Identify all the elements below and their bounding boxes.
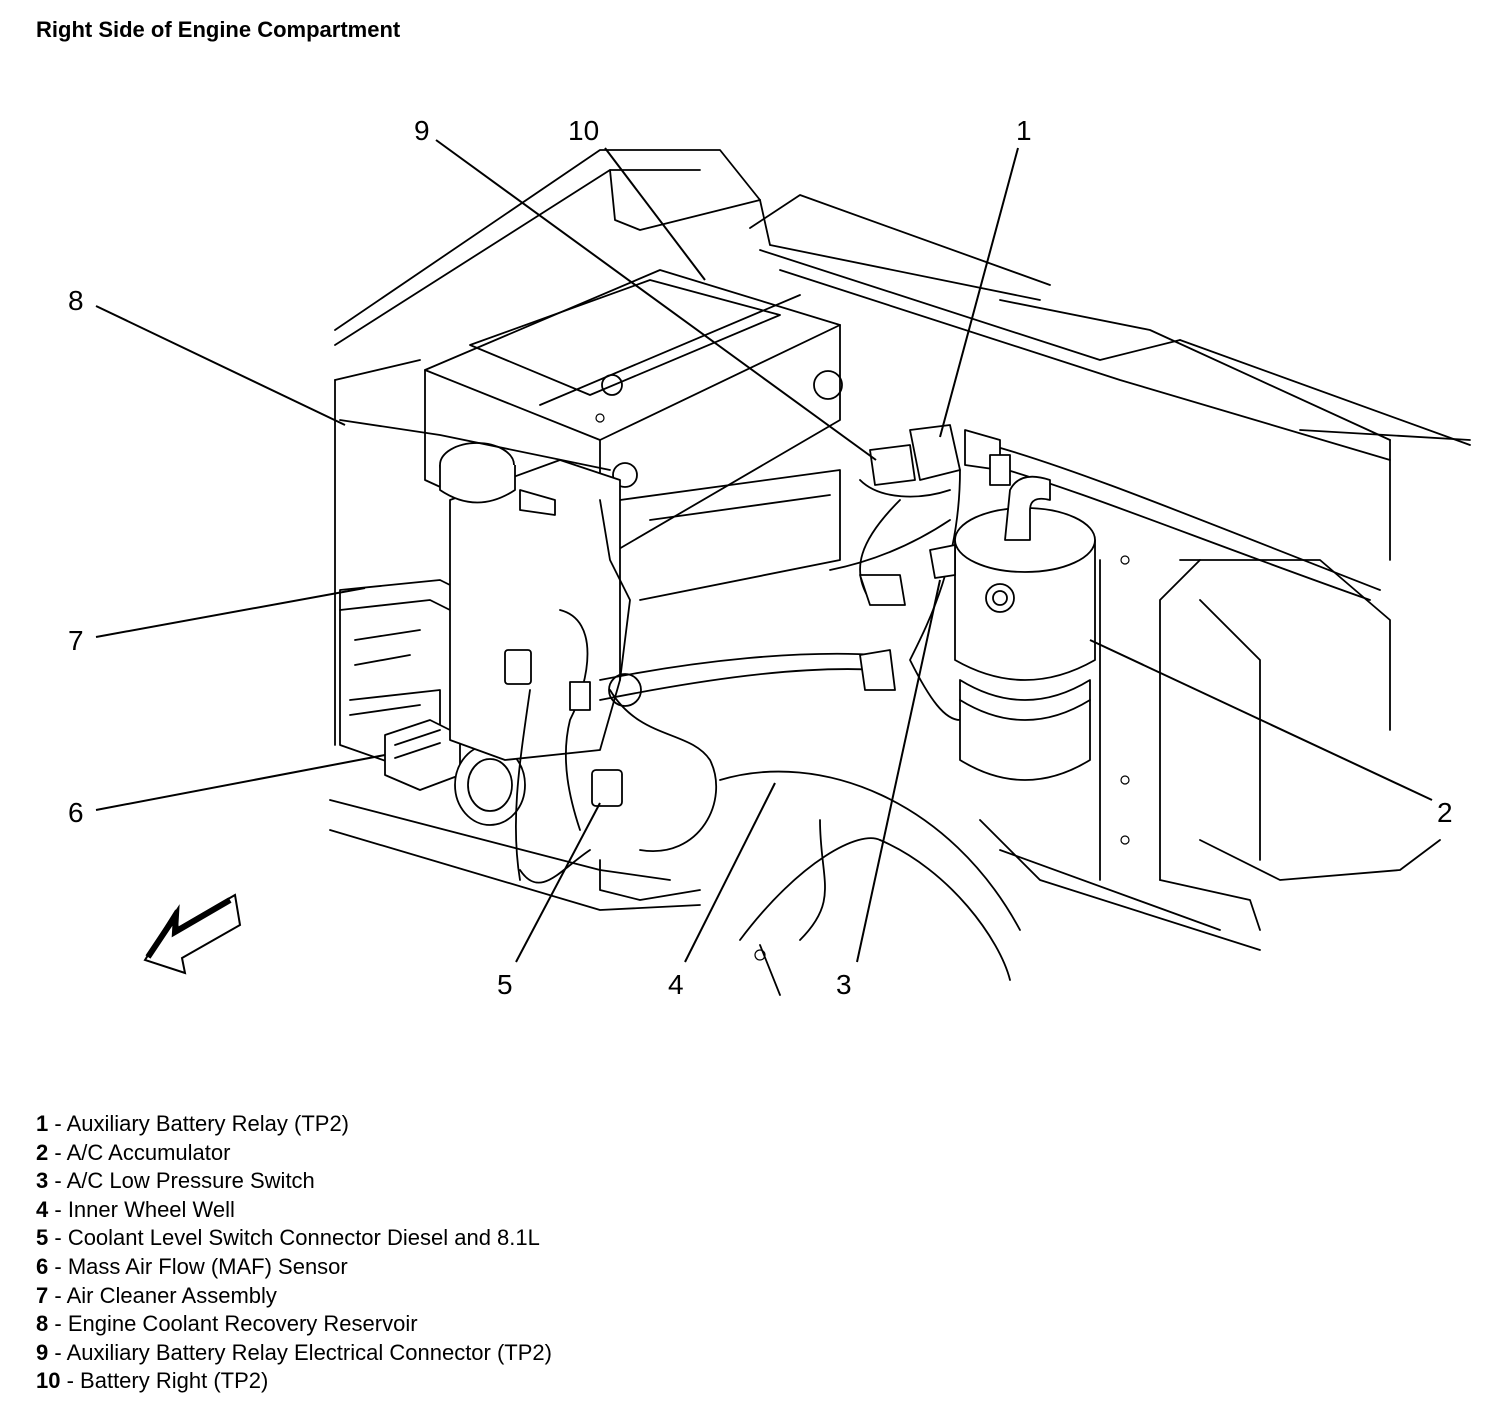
legend-number: 8 <box>36 1311 49 1337</box>
legend-number: 1 <box>36 1111 49 1136</box>
callout-leaders <box>95 139 1433 963</box>
engine-compartment-illustration: 1 2 3 4 5 6 7 8 9 10 <box>68 115 1471 1000</box>
legend-item: 9 - Auxiliary Battery Relay Electrical C… <box>36 1339 552 1368</box>
callout-9: 9 <box>414 115 430 146</box>
legend-separator: - <box>48 1311 68 1337</box>
legend-separator: - <box>48 1111 67 1136</box>
callout-4: 4 <box>668 969 684 1000</box>
legend-number: 2 <box>36 1139 49 1165</box>
auxiliary-battery-relay <box>859 424 1011 498</box>
legend-description: A/C Low Pressure Switch <box>66 1168 315 1194</box>
legend-number: 5 <box>36 1225 49 1251</box>
legend-separator: - <box>48 1225 68 1251</box>
legend-separator: - <box>48 1196 68 1222</box>
legend-separator: - <box>48 1168 67 1194</box>
front-direction-arrow-icon <box>143 893 242 975</box>
legend-separator: - <box>60 1368 81 1394</box>
legend-item: 6 - Mass Air Flow (MAF) Sensor <box>36 1253 552 1282</box>
callout-10: 10 <box>568 115 599 146</box>
callout-6: 6 <box>68 797 84 828</box>
legend-item: 1 - Auxiliary Battery Relay (TP2) <box>36 1110 552 1139</box>
legend-separator: - <box>48 1139 67 1165</box>
callout-5: 5 <box>497 969 513 1000</box>
legend-item: 5 - Coolant Level Switch Connector Diese… <box>36 1224 552 1253</box>
legend-item: 2 - A/C Accumulator <box>36 1139 552 1168</box>
maf-sensor <box>384 719 526 826</box>
fender-structure <box>334 149 1471 931</box>
callout-2: 2 <box>1437 797 1453 828</box>
legend-number: 6 <box>36 1253 49 1279</box>
legend-description: Auxiliary Battery Relay Electrical Conne… <box>66 1339 552 1365</box>
legend-separator: - <box>48 1282 67 1308</box>
legend-description: Coolant Level Switch Connector Diesel an… <box>67 1225 540 1251</box>
page-title: Right Side of Engine Compartment <box>36 17 401 42</box>
callout-1: 1 <box>1016 115 1032 146</box>
legend-description: A/C Accumulator <box>66 1139 231 1165</box>
legend-number: 4 <box>36 1196 49 1222</box>
legend-item: 3 - A/C Low Pressure Switch <box>36 1167 552 1196</box>
legend-description: Inner Wheel Well <box>67 1196 235 1222</box>
legend-item: 4 - Inner Wheel Well <box>36 1196 552 1225</box>
legend-item: 10 - Battery Right (TP2) <box>36 1367 552 1396</box>
legend-number: 10 <box>36 1368 61 1394</box>
legend-description: Battery Right (TP2) <box>80 1368 269 1394</box>
legend-number: 7 <box>36 1282 49 1308</box>
legend-description: Air Cleaner Assembly <box>66 1282 277 1308</box>
wiring-harness <box>504 444 1381 901</box>
callout-8: 8 <box>68 285 84 316</box>
legend-separator: - <box>48 1253 68 1279</box>
legend-description: Auxiliary Battery Relay (TP2) <box>66 1111 350 1136</box>
callout-7: 7 <box>68 625 84 656</box>
ac-accumulator <box>929 475 1096 781</box>
callout-3: 3 <box>836 969 852 1000</box>
inner-wheel-well <box>719 770 1261 996</box>
legend-number: 9 <box>36 1339 49 1365</box>
callout-legend: 1 - Auxiliary Battery Relay (TP2) 2 - A/… <box>36 1110 552 1396</box>
legend-item: 7 - Air Cleaner Assembly <box>36 1282 552 1311</box>
callout-numbers: 1 2 3 4 5 6 7 8 9 10 <box>68 115 1453 1000</box>
legend-number: 3 <box>36 1168 49 1194</box>
legend-separator: - <box>48 1339 67 1365</box>
legend-description: Engine Coolant Recovery Reservoir <box>67 1311 418 1337</box>
legend-item: 8 - Engine Coolant Recovery Reservoir <box>36 1310 552 1339</box>
legend-description: Mass Air Flow (MAF) Sensor <box>67 1253 348 1279</box>
